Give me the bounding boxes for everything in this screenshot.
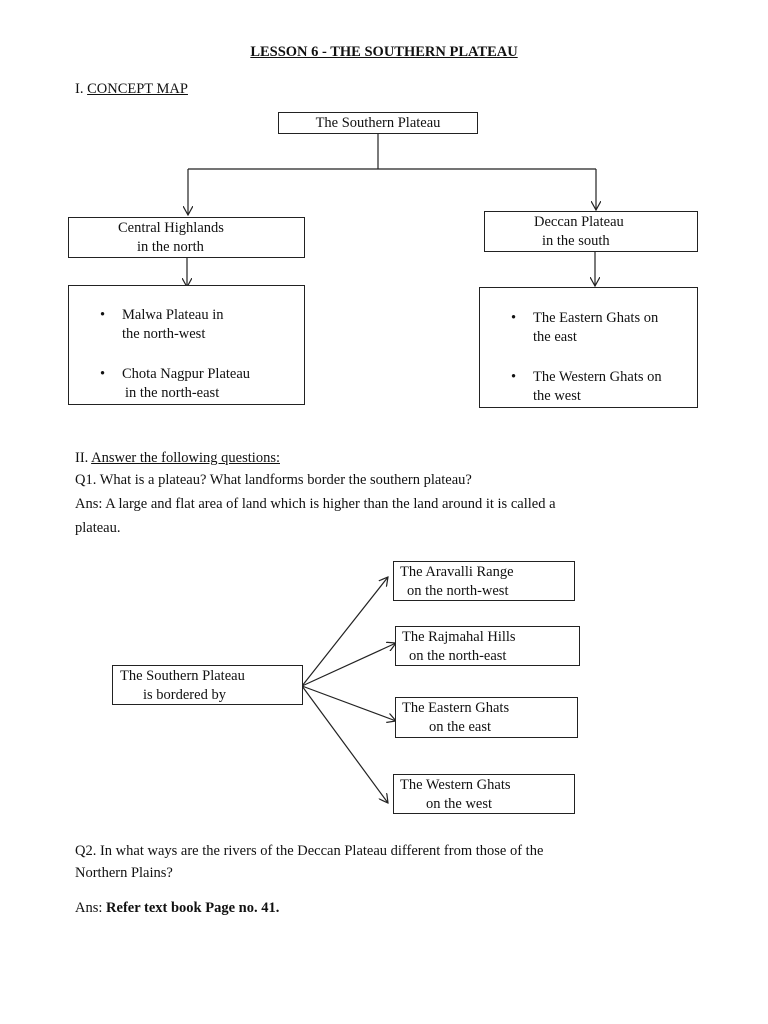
list-item: Chota Nagpur Plateau in the north-east	[100, 365, 251, 403]
bordered-source-line2: is bordered by	[143, 687, 226, 703]
western-ghats-box: The Western Ghats on the west	[393, 774, 575, 814]
arrow-to-rajmahal	[301, 643, 396, 687]
concept-root-box: The Southern Plateau	[278, 112, 478, 134]
answer-2-prefix: Ans:	[75, 900, 107, 916]
arrow-to-aravalli	[301, 577, 388, 687]
western-ghats-line1: The Western Ghats	[400, 777, 511, 793]
arrow-to-eastern-ghats	[301, 685, 396, 721]
section-1-heading: I. CONCEPT MAP	[75, 79, 188, 99]
page-title: LESSON 6 - THE SOUTHERN PLATEAU	[250, 44, 518, 60]
aravalli-range-box: The Aravalli Range on the north-west	[393, 561, 575, 601]
western-ghats-line2: on the west	[426, 796, 493, 812]
section-1-label: CONCEPT MAP	[87, 81, 188, 97]
section-1-prefix: I.	[75, 81, 88, 97]
list-item: The Eastern Ghats on the east	[511, 309, 659, 347]
deccan-plateau-list-box: The Eastern Ghats on the east The Wester…	[479, 287, 698, 408]
eastern-ghats-box: The Eastern Ghats on the east	[395, 697, 578, 738]
list-item-line1: The Eastern Ghats on	[533, 310, 659, 326]
central-highlands-box: Central Highlands in the north	[68, 217, 305, 258]
eastern-ghats-line1: The Eastern Ghats	[402, 700, 510, 716]
list-item: Malwa Plateau in the north-west	[100, 306, 224, 344]
rajmahal-line2: on the north-east	[409, 648, 507, 664]
deccan-plateau-line2: in the south	[542, 233, 610, 249]
list-item-line2: in the north-east	[125, 385, 220, 401]
bordered-source-box: The Southern Plateau is bordered by	[112, 665, 303, 705]
list-item-line1: Chota Nagpur Plateau	[122, 366, 251, 382]
bordered-source-line1: The Southern Plateau	[120, 668, 245, 684]
eastern-ghats-line2: on the east	[429, 719, 492, 735]
answer-2: Ans: Refer text book Page no. 41.	[75, 898, 279, 918]
aravalli-line2: on the north-west	[407, 583, 509, 599]
section-2-prefix: II.	[75, 450, 92, 466]
list-item: The Western Ghats on the west	[511, 368, 662, 406]
central-highlands-line2: in the north	[137, 239, 204, 255]
answer-1-line2: plateau.	[75, 520, 121, 536]
list-item-line1: The Western Ghats on	[533, 369, 662, 385]
section-2-label: Answer the following questions:	[91, 450, 280, 466]
rajmahal-line1: The Rajmahal Hills	[402, 629, 516, 645]
question-2-line1: Q2. In what ways are the rivers of the D…	[75, 843, 544, 859]
list-item-line2: the north-west	[122, 326, 206, 342]
deccan-plateau-line1: Deccan Plateau	[534, 214, 624, 230]
central-highlands-line1: Central Highlands	[118, 220, 224, 236]
list-item-line1: Malwa Plateau in	[122, 307, 224, 323]
aravalli-line1: The Aravalli Range	[400, 564, 514, 580]
arrow-to-western-ghats	[301, 685, 388, 803]
list-item-line2: the west	[533, 388, 581, 404]
section-2-heading: II. Answer the following questions:	[75, 448, 280, 468]
question-1: Q1. What is a plateau? What landforms bo…	[75, 472, 472, 488]
question-2-line2: Northern Plains?	[75, 865, 173, 881]
deccan-plateau-box: Deccan Plateau in the south	[484, 211, 698, 252]
rajmahal-hills-box: The Rajmahal Hills on the north-east	[395, 626, 580, 666]
answer-2-reference: Refer text book Page no. 41.	[106, 900, 280, 916]
central-highlands-list-box: Malwa Plateau in the north-west Chota Na…	[68, 285, 305, 405]
answer-1-line1: Ans: A large and flat area of land which…	[75, 496, 556, 512]
concept-root-label: The Southern Plateau	[315, 115, 441, 131]
list-item-line2: the east	[533, 329, 577, 345]
